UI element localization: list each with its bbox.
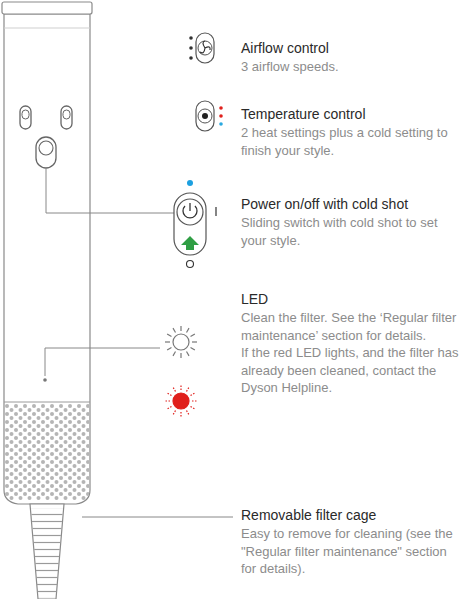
callout-text-group: Airflow control3 airflow speeds. xyxy=(241,39,465,76)
led-title: LED xyxy=(241,290,465,308)
control-title: Power on/off with cold shot xyxy=(241,195,465,213)
handle-seam xyxy=(4,28,90,29)
cable-relief xyxy=(30,504,64,599)
led-off-icon xyxy=(165,326,197,358)
airflow-knob xyxy=(22,110,29,119)
handle-body xyxy=(4,14,90,504)
led-description: Clean the filter. See the ‘Regular filte… xyxy=(241,309,465,344)
temperature-switch xyxy=(61,106,72,129)
leader-line xyxy=(45,348,160,376)
filter-description: Easy to remove for cleaning (see the "Re… xyxy=(241,525,465,578)
power-knob xyxy=(39,141,53,155)
temperature-knob xyxy=(63,110,70,119)
control-description: Sliding switch with cold shot to set you… xyxy=(241,214,465,249)
cable-ribs xyxy=(31,508,63,598)
callout-text-group: Removable filter cageEasy to remove for … xyxy=(241,506,465,578)
callout-text-group: LEDClean the filter. See the ‘Regular fi… xyxy=(241,290,465,397)
handle-cap xyxy=(2,2,92,14)
control-description: 2 heat settings plus a cold setting to f… xyxy=(241,124,465,159)
leader-line xyxy=(82,517,233,518)
filter-title: Removable filter cage xyxy=(241,506,465,524)
airflow-icon xyxy=(189,33,214,63)
control-title: Temperature control xyxy=(241,105,465,123)
led-on-icon xyxy=(165,385,197,417)
power-switch xyxy=(36,137,56,168)
leader-line xyxy=(46,168,174,213)
filter-edge xyxy=(4,402,90,403)
filter-cage xyxy=(5,404,89,500)
callout-text-group: Temperature control2 heat settings plus … xyxy=(241,105,465,159)
temperature-icon xyxy=(196,101,223,131)
led-description: If the red LED lights, and the filter ha… xyxy=(241,344,465,397)
power-icon xyxy=(174,180,216,268)
control-title: Airflow control xyxy=(241,39,465,57)
callout-text-group: Power on/off with cold shotSliding switc… xyxy=(241,195,465,249)
control-description: 3 airflow speeds. xyxy=(241,58,465,76)
airflow-switch xyxy=(20,106,31,129)
led-dot xyxy=(43,378,47,382)
